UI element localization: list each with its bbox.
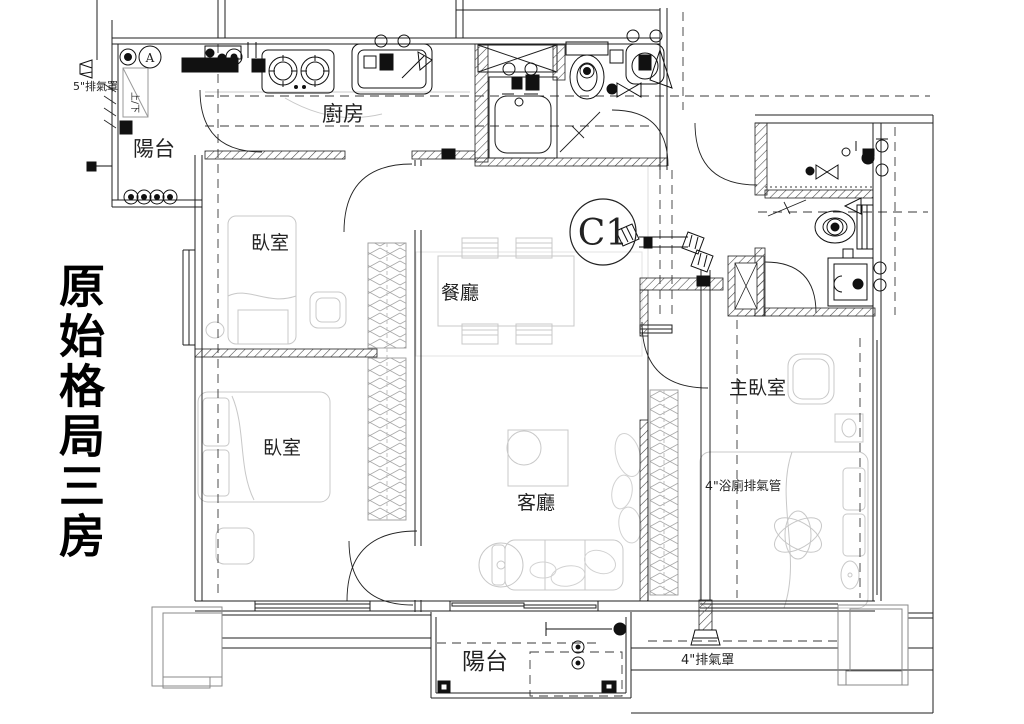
fixtures-layer: [79, 29, 889, 694]
page-title: 原始格局三房: [52, 262, 106, 562]
equipment-tag-a: A: [145, 51, 155, 65]
room-label-bedroom-2: 臥室: [263, 437, 301, 459]
room-label-balcony-bottom: 陽台: [462, 649, 508, 675]
annotation-exhaust-hood-4in: 4"排氣罩: [681, 653, 734, 668]
room-label-living: 客廳: [517, 492, 555, 514]
room-label-balcony-top: 陽台: [133, 137, 175, 161]
unit-tag-label: C1: [578, 213, 628, 254]
room-label-kitchen: 廚房: [322, 102, 364, 126]
hatch-walls-layer: [103, 43, 876, 631]
annotation-exhaust-hood-5in: 5"排氣罩: [73, 79, 118, 93]
unit-tag-bubble: C1: [569, 198, 637, 266]
room-label-master-bedroom: 主臥室: [729, 377, 786, 399]
annotation-up-down: 上/下: [129, 92, 140, 113]
wardrobe-strips: [367, 242, 679, 596]
labels-layer: 5"排氣罩 陽台 廚房 臥室 餐廳 臥室 客廳 主臥室 4"浴廁排氣管 陽台 4…: [73, 51, 786, 675]
room-label-dining: 餐廳: [441, 282, 479, 304]
room-label-bedroom-1: 臥室: [251, 232, 289, 254]
annotation-bath-exhaust-duct: 4"浴廁排氣管: [705, 478, 781, 493]
door-arcs-layer: [199, 89, 817, 606]
furniture-layer: [122, 67, 869, 609]
